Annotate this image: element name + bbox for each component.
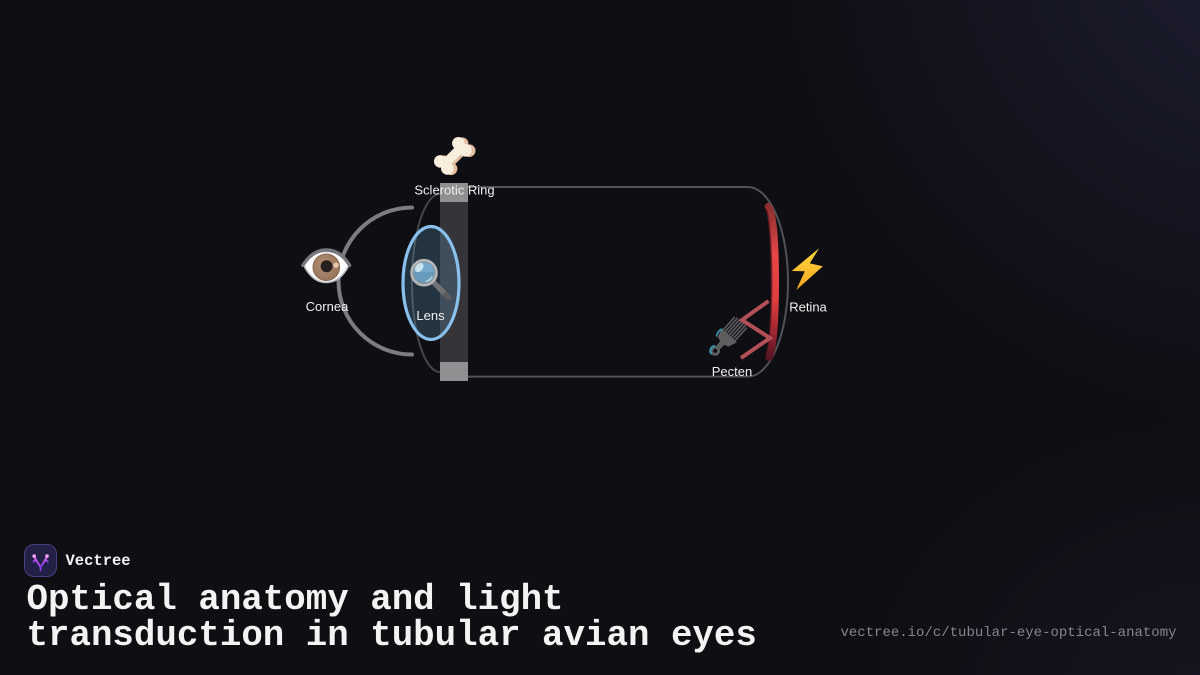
svg-text:Sclerotic Ring: Sclerotic Ring: [414, 182, 494, 197]
svg-text:Pecten: Pecten: [712, 364, 752, 379]
svg-text:Cornea: Cornea: [306, 299, 349, 314]
svg-text:Lens: Lens: [416, 308, 445, 323]
svg-text:Retina: Retina: [789, 300, 827, 315]
